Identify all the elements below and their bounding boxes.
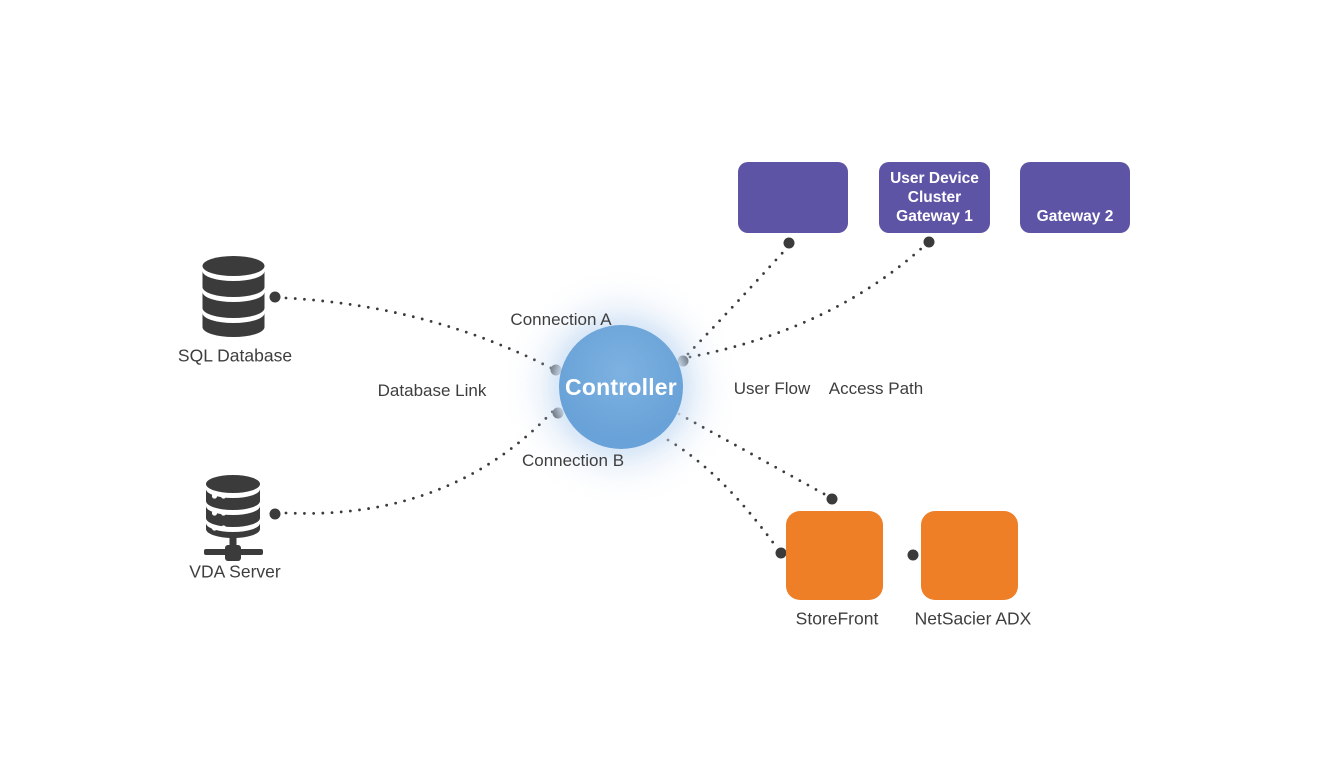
edge-vda-to-controller	[284, 409, 555, 515]
edge-label-database-link: Database Link	[377, 381, 487, 400]
controller-label: Controller	[565, 373, 677, 400]
edge-controller-to-storefront-top	[677, 412, 828, 497]
vda-server-icon	[204, 475, 263, 561]
edge-controller-to-gateway-box-2	[688, 245, 925, 359]
storefront-caption: StoreFront	[795, 608, 879, 629]
edge-label-access-path: Access Path	[828, 379, 924, 398]
edge-label-user-flow: User Flow	[733, 379, 811, 398]
connection-dot-storefront-left	[775, 547, 787, 559]
connection-dot-controller-upper-left	[550, 364, 562, 376]
netscaler-caption: NetSacier ADX	[914, 608, 1032, 629]
storefront-node	[786, 511, 883, 600]
gateway-box-2-label: User Device Cluster Gateway 1	[890, 170, 979, 225]
sql-database-icon	[202, 256, 265, 337]
vda-server-caption: VDA Server	[189, 561, 281, 582]
netscaler-node	[921, 511, 1018, 600]
gateway-box-2: User Device Cluster Gateway 1	[879, 162, 990, 233]
edge-label-connection-b: Connection B	[521, 451, 625, 470]
connection-dot-controller-lower-left	[552, 407, 564, 419]
connection-dot-vda	[269, 508, 281, 520]
edge-controller-to-storefront-left	[666, 438, 779, 550]
connection-dot-gateway-box-2	[923, 236, 935, 248]
edge-sql-to-controller	[284, 296, 553, 370]
gateway-box-3: Gateway 2	[1020, 162, 1130, 233]
connection-dot-gateway-box-1	[783, 237, 795, 249]
gateway-box-3-label: Gateway 2	[1036, 208, 1114, 225]
connection-dot-controller-right	[677, 355, 689, 367]
sql-database-caption: SQL Database	[177, 345, 293, 366]
connection-dot-storefront-top	[826, 493, 838, 505]
edge-label-connection-a: Connection A	[510, 310, 612, 329]
edge-controller-to-gateway-box-1	[686, 247, 788, 356]
gateway-box-1	[738, 162, 848, 233]
connection-dot-sql	[269, 291, 281, 303]
connection-dot-netscaler-left	[907, 549, 919, 561]
controller-node: Controller	[559, 325, 683, 449]
